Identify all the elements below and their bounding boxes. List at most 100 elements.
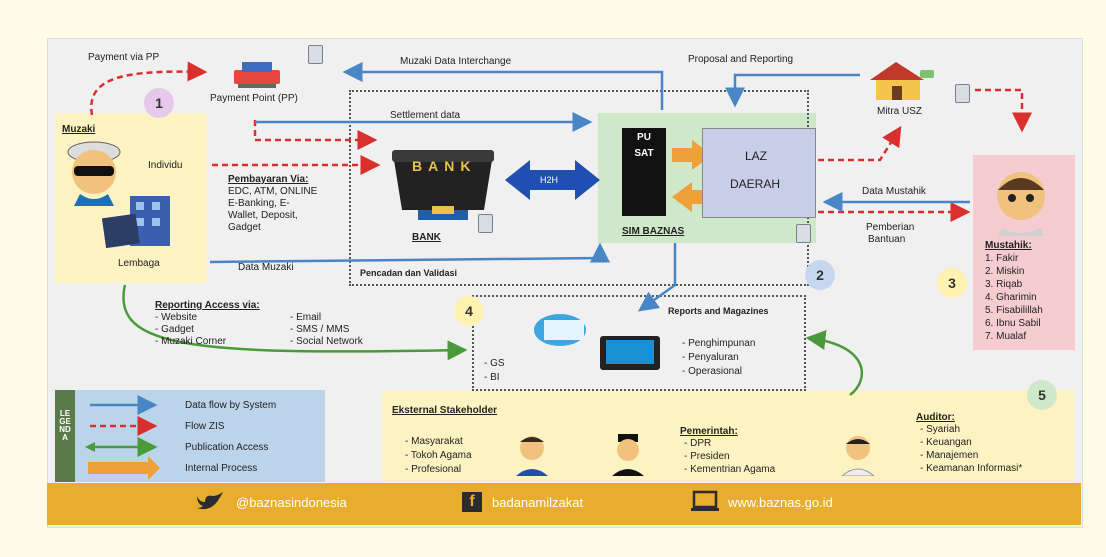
person-icon — [841, 436, 875, 476]
mustahik-title: Mustahik: — [985, 240, 1032, 251]
twitter-handle[interactable]: @baznasindonesia — [236, 495, 347, 510]
person-icon — [67, 141, 121, 206]
reporting-item: - Social Network — [290, 336, 363, 347]
pemerintah-item: - Kementrian Agama — [684, 464, 776, 475]
website-link[interactable]: www.baznas.go.id — [728, 495, 833, 510]
monitor-icon — [534, 314, 660, 370]
pembayaran-line: Gadget — [228, 222, 261, 233]
gs-label: - GS — [484, 358, 505, 369]
arrow-mitra-to-mustahik — [975, 88, 1032, 133]
payment-point-icon — [234, 62, 280, 88]
arrow-publication-left — [122, 284, 468, 361]
step-2: 2 — [805, 260, 835, 290]
server-icon — [478, 214, 493, 233]
arrow-payment-via-pp — [90, 61, 208, 116]
pemberian-label: Pemberian — [866, 222, 915, 233]
footer-bar — [47, 483, 1081, 525]
pusat-box — [622, 128, 666, 216]
arrow-sim-to-reports — [637, 243, 677, 312]
daerah-label: DAERAH — [730, 177, 781, 191]
bantuan-label: Bantuan — [868, 234, 906, 245]
reporting-item: - Gadget — [155, 324, 194, 335]
data-mustahik-label: Data Mustahik — [862, 186, 926, 197]
arrow-data-muzaki — [209, 242, 610, 264]
bi-label: - BI — [484, 372, 500, 383]
person-icon — [516, 436, 548, 476]
facebook-icon: f — [462, 492, 482, 512]
pencadan-label: Pencadan dan Validasi — [360, 268, 458, 278]
auditor-item: - Syariah — [920, 424, 961, 435]
pusat-label: PUSAT — [634, 132, 654, 159]
reports-magazines-label: Reports and Magazines — [668, 306, 769, 316]
auditor-item: - Keamanan Informasi* — [920, 463, 1023, 474]
eksternal-item: - Tokoh Agama — [405, 450, 472, 461]
legend-item: Flow ZIS — [185, 421, 225, 432]
laptop-icon — [691, 490, 719, 511]
reporting-item: - SMS / MMS — [290, 324, 350, 335]
pemerintah-item: - Presiden — [684, 451, 730, 462]
reporting-title: Reporting Access via: — [155, 300, 260, 311]
reporting-item: - Email — [290, 312, 322, 323]
settlement-label: Settlement data — [390, 110, 461, 121]
mustahik-item: 2. Miskin — [985, 266, 1025, 277]
reports-item: - Penyaluran — [682, 352, 739, 363]
data-muzaki-label: Data Muzaki — [238, 262, 294, 273]
step-5: 5 — [1027, 380, 1057, 410]
mustahik-item: 3. Riqab — [985, 279, 1023, 290]
internal-arrow-2 — [672, 182, 712, 212]
server-icon — [955, 84, 970, 103]
house-icon — [870, 62, 934, 100]
reports-item: - Penghimpunan — [682, 338, 756, 349]
arrow-publication-right — [805, 330, 864, 396]
pemerintah-title: Pemerintah: — [680, 426, 738, 437]
sim-baznas-label: SIM BAZNAS — [622, 226, 685, 237]
mustahik-item: 1. Fakir — [985, 253, 1019, 264]
mustahik-item: 5. Fisabilillah — [985, 305, 1043, 316]
stakeholder-box — [382, 390, 1074, 482]
auditor-title: Auditor: — [916, 412, 955, 423]
reporting-item: - Website — [155, 312, 198, 323]
pembayaran-title: Pembayaran Via: — [228, 174, 309, 185]
mitra-usz-label: Mitra USZ — [877, 106, 922, 117]
individu-label: Individu — [148, 160, 183, 171]
server-icon — [308, 45, 323, 64]
mustahik-item: 4. Gharimin — [985, 292, 1037, 303]
mustahik-item: 7. Mualaf — [985, 331, 1027, 342]
proposal-reporting-label: Proposal and Reporting — [688, 54, 794, 65]
lembaga-label: Lembaga — [118, 258, 160, 269]
arrow-muzaki-interchange — [342, 62, 664, 110]
pemerintah-item: - DPR — [684, 438, 712, 449]
step-3: 3 — [937, 268, 967, 298]
payment-via-pp-label: Payment via PP — [88, 52, 160, 63]
step-1: 1 — [144, 88, 174, 118]
arrow-proposal — [725, 73, 860, 108]
bank-word: BANK — [412, 158, 477, 174]
eksternal-item: - Masyarakat — [405, 436, 463, 447]
pembayaran-line: E-Banking, E- — [228, 198, 290, 209]
muzaki-interchange-label: Muzaki Data Interchange — [400, 56, 512, 67]
legend-item: Data flow by System — [185, 400, 277, 411]
legenda-strip — [55, 390, 75, 482]
h2h-label: H2H — [540, 175, 559, 185]
arrow-sim-to-mitra — [818, 125, 902, 162]
pembayaran-line: EDC, ATM, ONLINE — [228, 186, 318, 197]
facebook-handle[interactable]: badanamilzakat — [492, 495, 584, 510]
auditor-item: - Manajemen — [920, 450, 979, 461]
person-icon — [997, 172, 1045, 236]
bank-icon — [392, 150, 494, 220]
building-icon — [101, 196, 170, 249]
auditor-item: - Keuangan — [920, 437, 972, 448]
arrow-pp-to-bank — [253, 120, 378, 150]
mustahik-item: 6. Ibnu Sabil — [985, 318, 1041, 329]
legend-item: Internal Process — [185, 463, 258, 474]
payment-point-label: Payment Point (PP) — [210, 93, 298, 104]
step-4: 4 — [454, 296, 484, 326]
reporting-item: - Muzaki Corner — [155, 336, 227, 347]
laz-box — [702, 128, 816, 218]
legenda-label: LEGENDA — [59, 409, 71, 442]
h2h-arrow — [505, 160, 600, 200]
eksternal-item: - Profesional — [405, 464, 462, 475]
person-icon — [612, 434, 644, 476]
reports-item: - Operasional — [682, 366, 743, 377]
